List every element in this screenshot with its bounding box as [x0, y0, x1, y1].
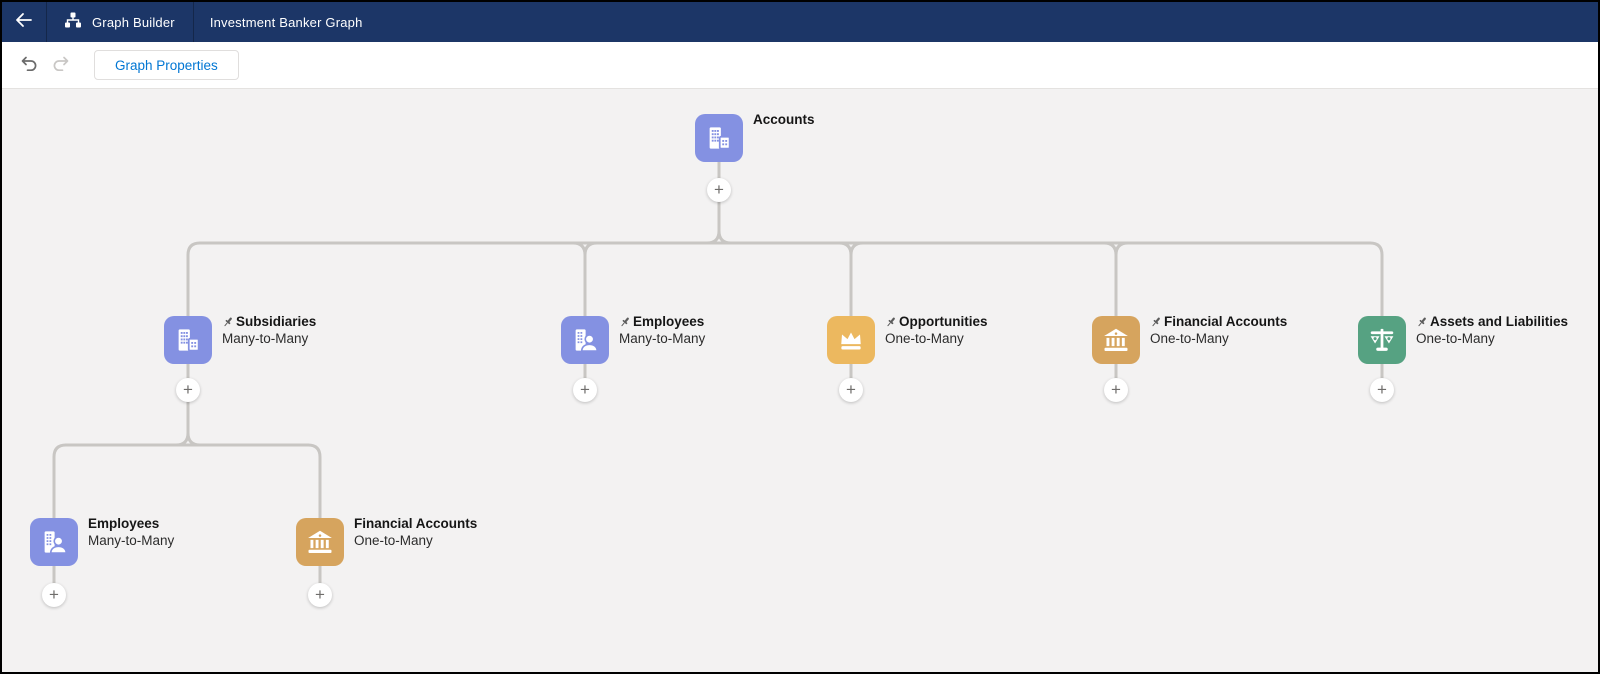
node-cardinality: One-to-Many [1150, 331, 1229, 346]
undo-icon [19, 54, 39, 77]
buildings-icon [695, 114, 743, 162]
org-chart-icon [64, 11, 82, 34]
crown-icon [827, 316, 875, 364]
toolbar: Graph Properties [2, 42, 1598, 89]
graph-node-financial-accounts[interactable]: Financial Accounts One-to-Many [1092, 314, 1288, 364]
node-title: Opportunities [899, 314, 988, 329]
graph-canvas[interactable]: Accounts + [2, 89, 1598, 672]
node-title: Employees [633, 314, 705, 329]
bank-icon [1092, 316, 1140, 364]
node-cardinality: Many-to-Many [222, 331, 309, 346]
add-relationship-button[interactable]: + [308, 583, 332, 607]
graph-node-accounts[interactable]: Accounts [695, 112, 815, 162]
node-title: Financial Accounts [1164, 314, 1288, 329]
header-bar: Graph Builder Investment Banker Graph [2, 2, 1598, 42]
scales-icon [1358, 316, 1406, 364]
add-relationship-button[interactable]: + [176, 378, 200, 402]
pin-icon [224, 317, 232, 326]
back-arrow-icon [14, 10, 34, 35]
node-title: Financial Accounts [354, 516, 478, 531]
add-relationship-button[interactable]: + [573, 378, 597, 402]
node-cardinality: One-to-Many [1416, 331, 1495, 346]
redo-button[interactable] [48, 52, 74, 78]
graph-node-assets-and-liabilities[interactable]: Assets and Liabilities One-to-Many [1358, 314, 1569, 364]
add-relationship-button[interactable]: + [839, 378, 863, 402]
node-title: Assets and Liabilities [1430, 314, 1569, 329]
connector-lines [52, 160, 1384, 597]
app-title: Graph Builder [92, 14, 175, 30]
graph-node-opportunities[interactable]: Opportunities One-to-Many [827, 314, 988, 364]
node-title: Subsidiaries [236, 314, 317, 329]
back-button[interactable] [2, 2, 46, 42]
graph-node-employees[interactable]: Employees Many-to-Many [561, 314, 706, 364]
pin-icon [1418, 317, 1426, 326]
add-relationship-button[interactable]: + [1104, 378, 1128, 402]
pin-icon [621, 317, 629, 326]
add-relationship-button[interactable]: + [1370, 378, 1394, 402]
node-title: Accounts [753, 112, 815, 127]
node-title: Employees [88, 516, 160, 531]
building-person-icon [30, 518, 78, 566]
graph-node-sub-employees[interactable]: Employees Many-to-Many [30, 516, 175, 566]
graph-node-sub-financial-accounts[interactable]: Financial Accounts One-to-Many [296, 516, 478, 566]
building-person-icon [561, 316, 609, 364]
graph-title: Investment Banker Graph [209, 14, 363, 30]
node-cardinality: Many-to-Many [619, 331, 706, 346]
node-cardinality: One-to-Many [885, 331, 964, 346]
add-relationship-button[interactable]: + [707, 178, 731, 202]
header-divider [192, 2, 194, 42]
pin-icon [1152, 317, 1160, 326]
node-cardinality: Many-to-Many [88, 533, 175, 548]
graph-node-subsidiaries[interactable]: Subsidiaries Many-to-Many [164, 314, 317, 364]
header-divider [46, 2, 47, 42]
buildings-icon [164, 316, 212, 364]
undo-button[interactable] [16, 52, 42, 78]
bank-icon [296, 518, 344, 566]
graph-properties-button[interactable]: Graph Properties [94, 50, 239, 80]
node-cardinality: One-to-Many [354, 533, 433, 548]
pin-icon [887, 317, 895, 326]
add-relationship-button[interactable]: + [42, 583, 66, 607]
redo-icon [51, 54, 71, 77]
